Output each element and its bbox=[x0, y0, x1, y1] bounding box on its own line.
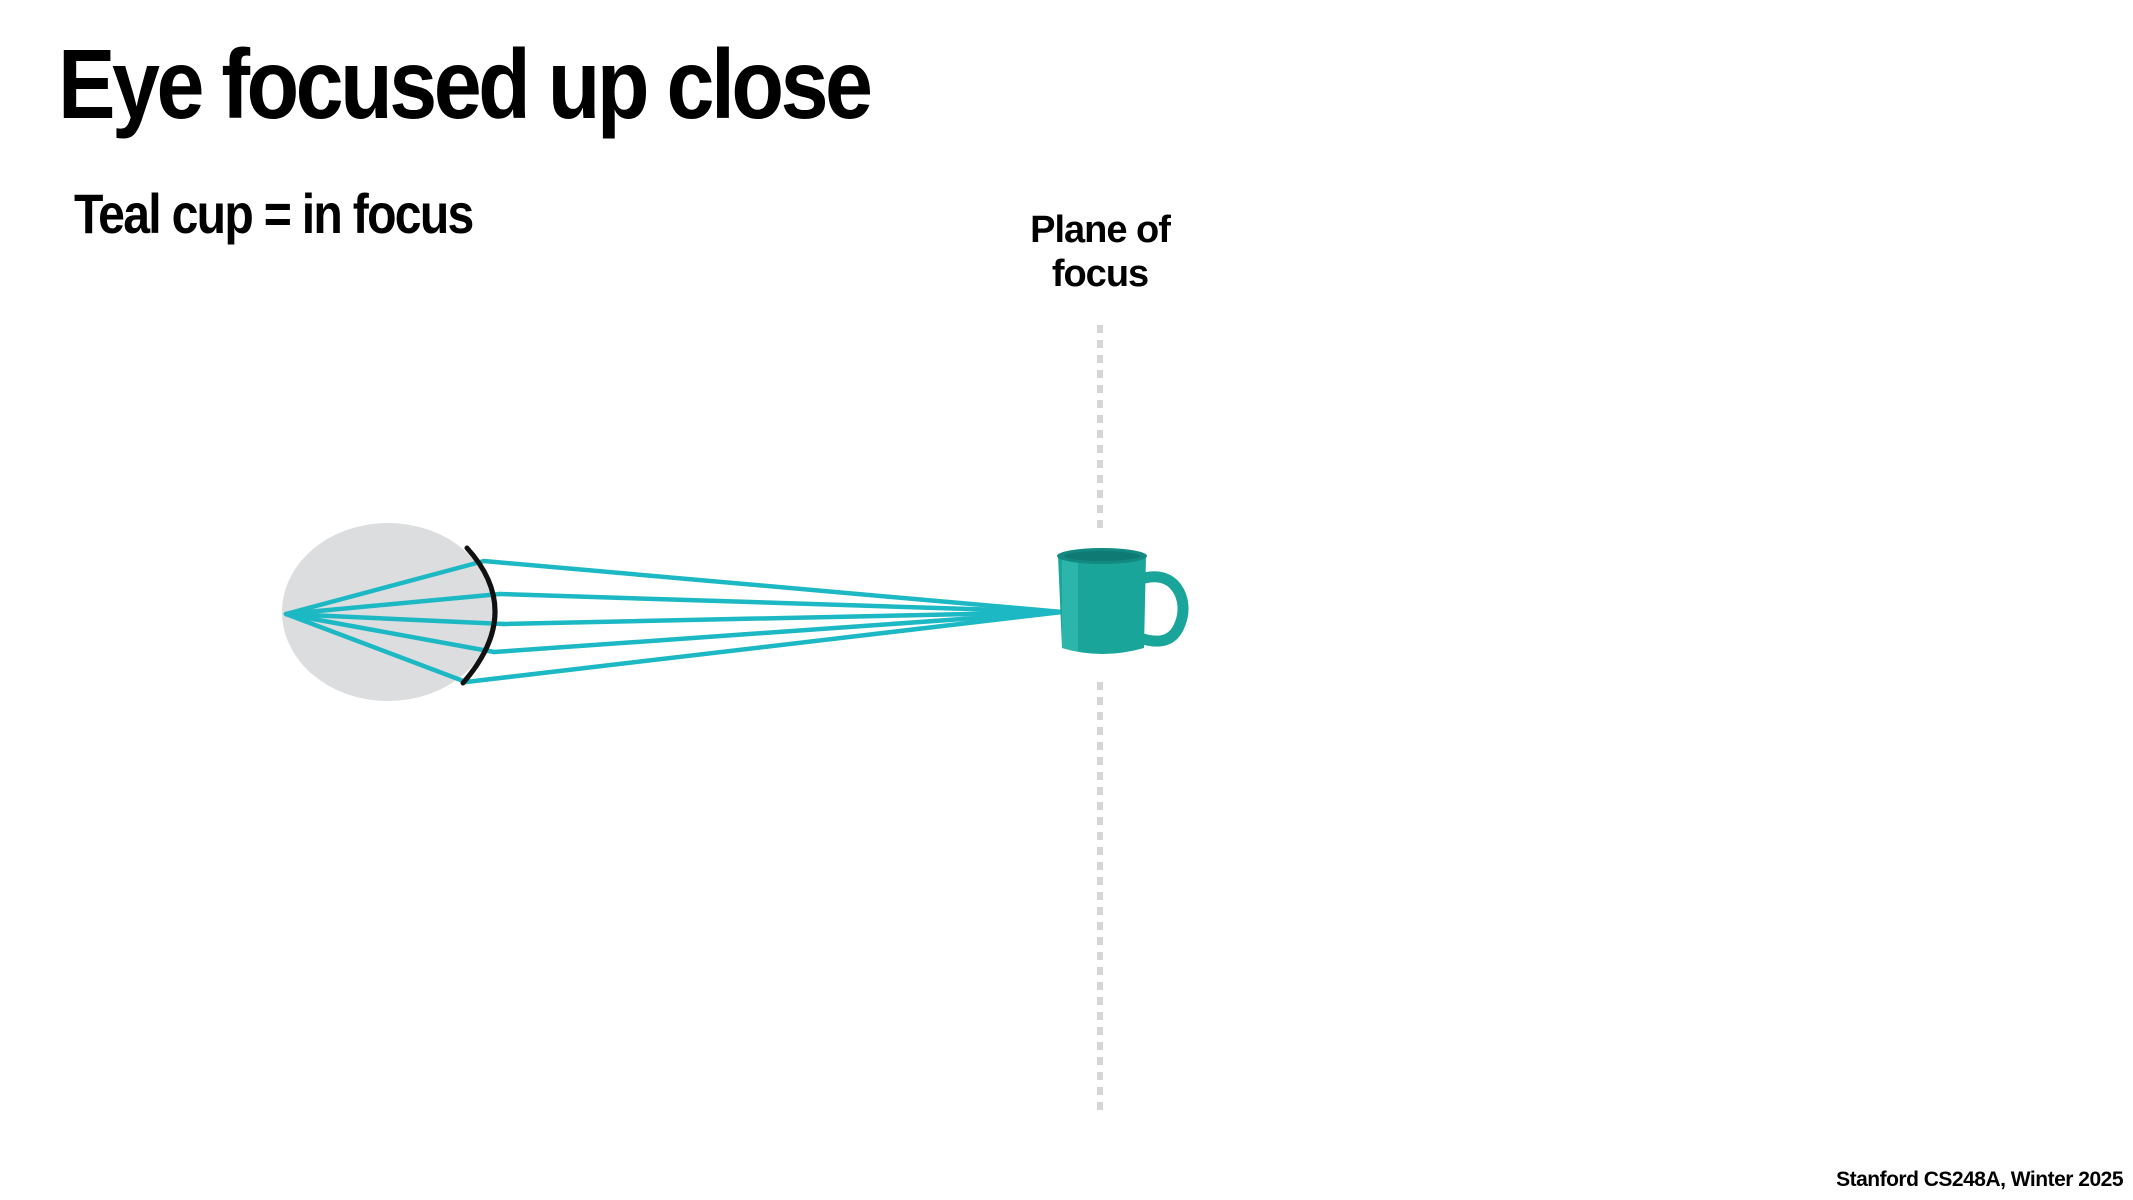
cup-handle bbox=[1132, 571, 1189, 647]
internal-ray-4 bbox=[283, 611, 497, 655]
slide-title: Eye focused up close bbox=[58, 29, 873, 139]
external-ray-3 bbox=[501, 609, 1065, 627]
external-ray-4 bbox=[491, 609, 1065, 655]
cup-body bbox=[1058, 556, 1146, 654]
teal-cup-icon bbox=[1057, 548, 1189, 654]
external-ray-5 bbox=[463, 609, 1065, 685]
internal-ray-2 bbox=[283, 591, 503, 617]
plane-of-focus-label: Plane of focus bbox=[1000, 208, 1200, 296]
internal-ray-3 bbox=[283, 611, 507, 627]
external-ray-2 bbox=[497, 591, 1065, 615]
course-footer: Stanford CS248A, Winter 2025 bbox=[1836, 1168, 2123, 1191]
plane-label-line-2: focus bbox=[1051, 253, 1149, 295]
slide-subtitle: Teal cup = in focus bbox=[74, 182, 474, 245]
lens-arc-icon bbox=[460, 545, 498, 686]
external-rays bbox=[463, 558, 1065, 685]
cup-rim-inner bbox=[1064, 551, 1140, 561]
internal-ray-1 bbox=[283, 558, 487, 617]
plane-label-line-1: Plane of bbox=[1030, 209, 1171, 251]
internal-rays bbox=[283, 558, 507, 685]
internal-ray-5 bbox=[283, 611, 469, 685]
cup-shade bbox=[1062, 560, 1078, 652]
eyeball-icon bbox=[282, 523, 494, 701]
external-ray-1 bbox=[481, 558, 1065, 615]
